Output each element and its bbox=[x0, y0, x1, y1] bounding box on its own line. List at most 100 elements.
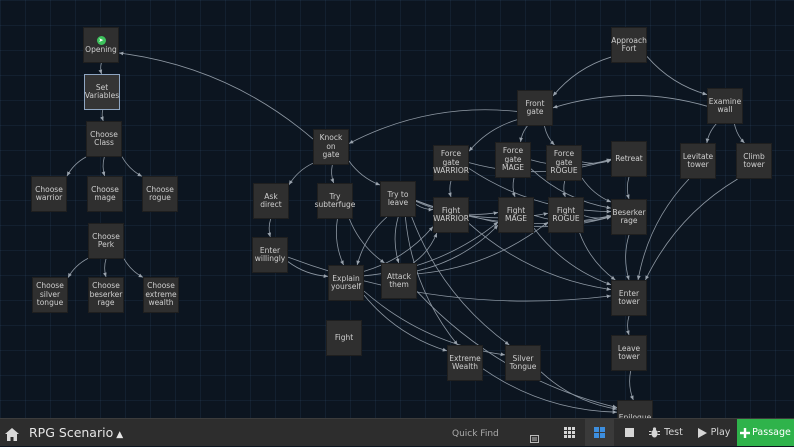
passage-retreat[interactable]: Retreat bbox=[611, 141, 647, 177]
passage-title-line: willingly bbox=[254, 254, 286, 263]
link-try-to-leave-to-silver-tongue bbox=[411, 216, 510, 346]
passage-title-line: Climb bbox=[743, 151, 765, 161]
link-force-gate-warrior-to-beserker-rage bbox=[468, 168, 612, 214]
passage-fight[interactable]: Fight bbox=[326, 320, 362, 356]
passage-title-line: Opening bbox=[85, 44, 117, 54]
passage-epilogue[interactable]: Epilogue bbox=[617, 400, 653, 418]
passage-title-line: extreme bbox=[145, 289, 177, 299]
highlight-icon bbox=[530, 428, 539, 443]
passage-title-line: gate bbox=[504, 154, 522, 164]
link-choose-class-to-choose-warrior bbox=[66, 156, 87, 177]
plus-icon bbox=[740, 427, 751, 438]
story-title-menu[interactable]: RPG Scenario▲ bbox=[29, 425, 123, 440]
passage-title-line: Knock on bbox=[319, 133, 343, 151]
passage-title-line: ROGUE bbox=[552, 214, 580, 223]
passage-title-line: Choose bbox=[146, 184, 174, 194]
passage-title-line: Examine bbox=[708, 96, 742, 106]
passage-ask-direct[interactable]: Ask direct bbox=[253, 183, 289, 219]
home-icon[interactable] bbox=[5, 426, 19, 441]
passage-title-line: tower bbox=[743, 160, 765, 169]
passage-title-line: Fight bbox=[556, 205, 576, 215]
medium-view-button[interactable] bbox=[585, 419, 614, 446]
link-knock-on-gate-to-try-subterfuge bbox=[330, 164, 335, 184]
link-knock-on-gate-to-opening bbox=[118, 51, 314, 140]
passage-title-line: Fight bbox=[334, 332, 354, 342]
link-choose-perk-to-choose-extreme-wealth bbox=[123, 258, 144, 278]
add-passage-button[interactable]: Passage bbox=[737, 419, 794, 446]
passage-title-line: them bbox=[389, 280, 409, 289]
passage-title-line: gate bbox=[322, 150, 340, 160]
link-ask-direct-to-enter-willingly bbox=[267, 218, 272, 238]
passage-links bbox=[66, 51, 745, 415]
passage-title-line: Fight bbox=[506, 205, 526, 215]
passage-title-line: tower bbox=[618, 352, 640, 361]
passage-title-line: leave bbox=[387, 198, 409, 207]
passage-title-line: silver bbox=[39, 289, 61, 299]
passage-title-line: Choose bbox=[35, 184, 63, 194]
link-force-gate-warrior-to-fight-warrior bbox=[447, 180, 452, 198]
passage-title-line: Enter bbox=[259, 245, 281, 255]
add-passage-label: Passage bbox=[752, 427, 791, 438]
link-silver-tongue-to-epilogue bbox=[540, 371, 618, 411]
play-label: Play bbox=[710, 427, 731, 438]
passage-title-line: Explain bbox=[332, 273, 360, 283]
grid-small-icon bbox=[563, 427, 575, 438]
passage-title-line: ROGUE bbox=[550, 166, 578, 176]
play-button[interactable]: Play bbox=[694, 419, 734, 446]
link-leave-tower-to-epilogue bbox=[629, 370, 634, 401]
passage-title-line: MAGE bbox=[504, 214, 528, 223]
link-choose-class-to-choose-rogue bbox=[121, 156, 143, 177]
passage-title-line: WARRIOR bbox=[433, 166, 469, 176]
link-retreat-to-beserker-rage bbox=[625, 176, 630, 200]
test-button[interactable]: Test bbox=[646, 419, 686, 446]
link-knock-on-gate-to-try-to-leave bbox=[348, 160, 381, 186]
passage-title-line: Variables bbox=[84, 91, 120, 100]
link-fight-warrior-to-enter-tower bbox=[468, 223, 612, 291]
passage-title-line: wall bbox=[717, 105, 733, 114]
passage-opening[interactable]: ➤Opening bbox=[83, 27, 119, 63]
passage-title-line: Retreat bbox=[615, 153, 643, 163]
link-choose-class-to-choose-mage bbox=[101, 156, 106, 177]
passage-title-line: subterfuge bbox=[314, 200, 356, 209]
structure-view-button[interactable] bbox=[556, 419, 582, 446]
link-extreme-wealth-to-epilogue bbox=[482, 368, 618, 415]
large-view-button[interactable] bbox=[616, 419, 642, 446]
passage-title-line: Choose bbox=[36, 281, 64, 291]
passage-title-line: Extreme bbox=[449, 353, 481, 363]
quick-find-input[interactable] bbox=[446, 423, 552, 444]
link-examine-wall-to-front-gate bbox=[552, 95, 708, 109]
link-enter-willingly-to-explain-yourself bbox=[287, 261, 329, 279]
